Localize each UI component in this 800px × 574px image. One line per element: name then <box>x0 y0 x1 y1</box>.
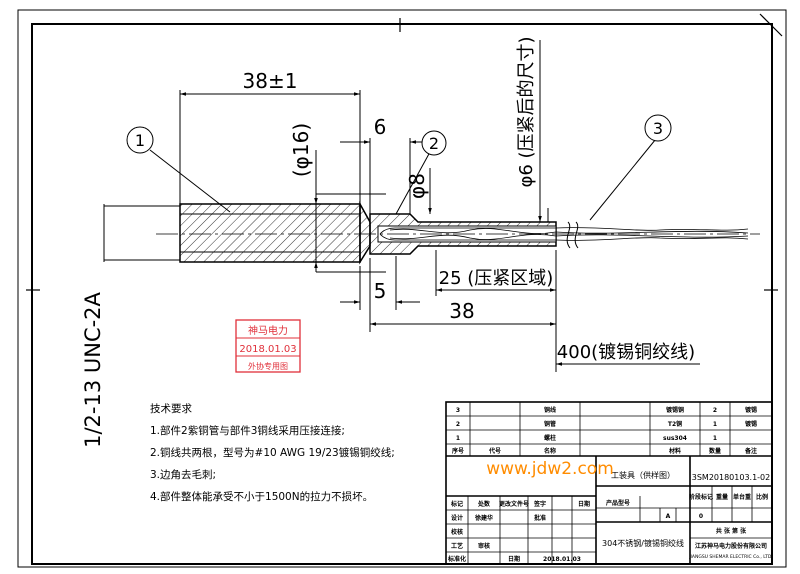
stamp-company: 神马电力 <box>248 324 288 337</box>
svg-text:3: 3 <box>653 119 663 138</box>
parts-row-name: 螺柱 <box>544 434 556 442</box>
label-stage-mark: 阶段标记 <box>689 493 713 501</box>
parts-header-material: 材料 <box>668 447 681 455</box>
label-process: 工艺 <box>451 542 463 550</box>
svg-text:2: 2 <box>429 134 439 153</box>
parts-header-code: 代号 <box>488 447 501 455</box>
dim-tube-diameter: φ8 <box>405 173 429 199</box>
svg-text:1: 1 <box>135 131 145 150</box>
part-3-wire <box>379 227 749 241</box>
sheets-label: 共 张 第 张 <box>716 527 747 535</box>
parts-row-note: 镀锡 <box>745 406 757 414</box>
tech-req-item: 1.部件2紫铜管与部件3铜线采用压接连接; <box>150 425 345 437</box>
tech-req-item: 3.边角去毛刺; <box>150 469 217 481</box>
material-spec: 304不锈钢/镀锡铜绞线 <box>602 538 684 548</box>
parts-header-qty: 数量 <box>709 447 721 455</box>
scale-value: A <box>666 513 671 520</box>
label-review: 审核 <box>478 542 490 550</box>
label-change-doc: 更改文件号 <box>499 500 529 508</box>
parts-row-qty: 1 <box>713 421 717 428</box>
title-block-grid <box>445 401 773 565</box>
dim-crimped-diameter: φ6 (压紧后的尺寸) <box>516 36 537 187</box>
centering-marks <box>26 13 783 291</box>
label-weight: 重量 <box>716 493 728 501</box>
label-date: 日期 <box>578 500 590 508</box>
parts-row-no: 2 <box>456 421 460 428</box>
parts-row-no: 1 <box>456 435 460 442</box>
balloon-leaders <box>149 133 661 221</box>
part-name: 工装具（供样图） <box>611 470 675 480</box>
dim-tube-length: 38 <box>449 299 474 323</box>
parts-row-material: sus304 <box>663 435 687 442</box>
label-mark: 标记 <box>450 500 463 508</box>
company-en: JIANGSU SHEMAR ELECTRIC Co., LTD. <box>688 554 773 560</box>
dim-head-diameter: (φ16) <box>289 123 313 177</box>
label-product-type: 产品型号 <box>606 499 630 507</box>
parts-row-note: 镀锡 <box>745 420 757 428</box>
dim-crimp-zone: 25 (压紧区域) <box>439 268 554 289</box>
designer-name: 徐建华 <box>474 514 493 522</box>
balloon-1: 1 <box>126 126 154 154</box>
outer-border <box>17 9 787 568</box>
wire-break-mark <box>566 221 579 249</box>
balloon-3: 3 <box>644 114 672 142</box>
parts-row-qty: 1 <box>713 435 717 442</box>
parts-header-no: 序号 <box>451 447 464 455</box>
parts-row-name: 铜线 <box>544 406 556 414</box>
label-unit-weight: 单台重 <box>733 493 751 501</box>
dim-shoulder: 6 <box>374 115 387 139</box>
label-date-2: 日期 <box>508 555 520 563</box>
company-cn: 江苏神马电力股份有限公司 <box>695 542 767 550</box>
drawing-number: 3SM20180103.1-02 <box>692 473 771 482</box>
tech-req-item: 4.部件整体能承受不小于1500N的拉力不损坏。 <box>150 491 374 503</box>
dim-tail: 5 <box>374 279 387 303</box>
sheet-value: 0 <box>699 513 703 520</box>
tech-req-item: 2.铜线共两根，型号为#10 AWG 19/23镀锡铜绞线; <box>150 447 395 459</box>
dim-wire-length: 400(镀锡铜绞线) <box>557 342 695 363</box>
parts-row-qty: 2 <box>713 407 717 414</box>
approval-stamp: 神马电力 2018.01.03 外协专用图 <box>235 319 301 373</box>
stamp-date: 2018.01.03 <box>239 344 296 355</box>
inner-border <box>31 23 773 565</box>
stamp-note: 外协专用图 <box>248 361 288 371</box>
technical-requirements: 技术要求 1.部件2紫铜管与部件3铜线采用压接连接; 2.铜线共两根，型号为#1… <box>150 398 395 508</box>
balloon-2: 2 <box>421 130 447 156</box>
label-ratio: 比例 <box>756 493 768 501</box>
label-design: 设计 <box>451 514 463 522</box>
parts-list: 3 铜线 镀锡铜 2 镀锡 2 铜管 T2铜 1 镀锡 1 螺柱 sus304 … <box>451 406 757 455</box>
drawing-date: 2018.01.03 <box>543 556 581 563</box>
parts-row-no: 3 <box>456 407 460 414</box>
label-approve: 批准 <box>534 514 546 522</box>
parts-row-material: T2铜 <box>668 420 682 428</box>
part-1-stud <box>179 201 371 265</box>
tech-req-title: 技术要求 <box>150 403 192 415</box>
dim-overall-length: 38±1 <box>243 69 298 93</box>
title-block: 工装具（供样图） 3SM20180103.1-02 标记 处数 更改文件号 签字… <box>447 470 773 563</box>
parts-header-note: 备注 <box>744 447 757 455</box>
watermark: www.jdw2.com <box>486 459 614 479</box>
dimension-lines <box>103 40 700 372</box>
label-standard: 标准化 <box>447 555 466 563</box>
label-sign: 签字 <box>533 500 546 508</box>
thread-spec: 1/2-13 UNC-2A <box>81 291 105 447</box>
parts-row-material: 镀锡铜 <box>666 406 684 414</box>
parts-header-name: 名称 <box>544 447 556 455</box>
parts-row-name: 铜管 <box>544 420 556 428</box>
label-proof: 校核 <box>451 528 463 536</box>
label-count: 处数 <box>477 500 491 508</box>
